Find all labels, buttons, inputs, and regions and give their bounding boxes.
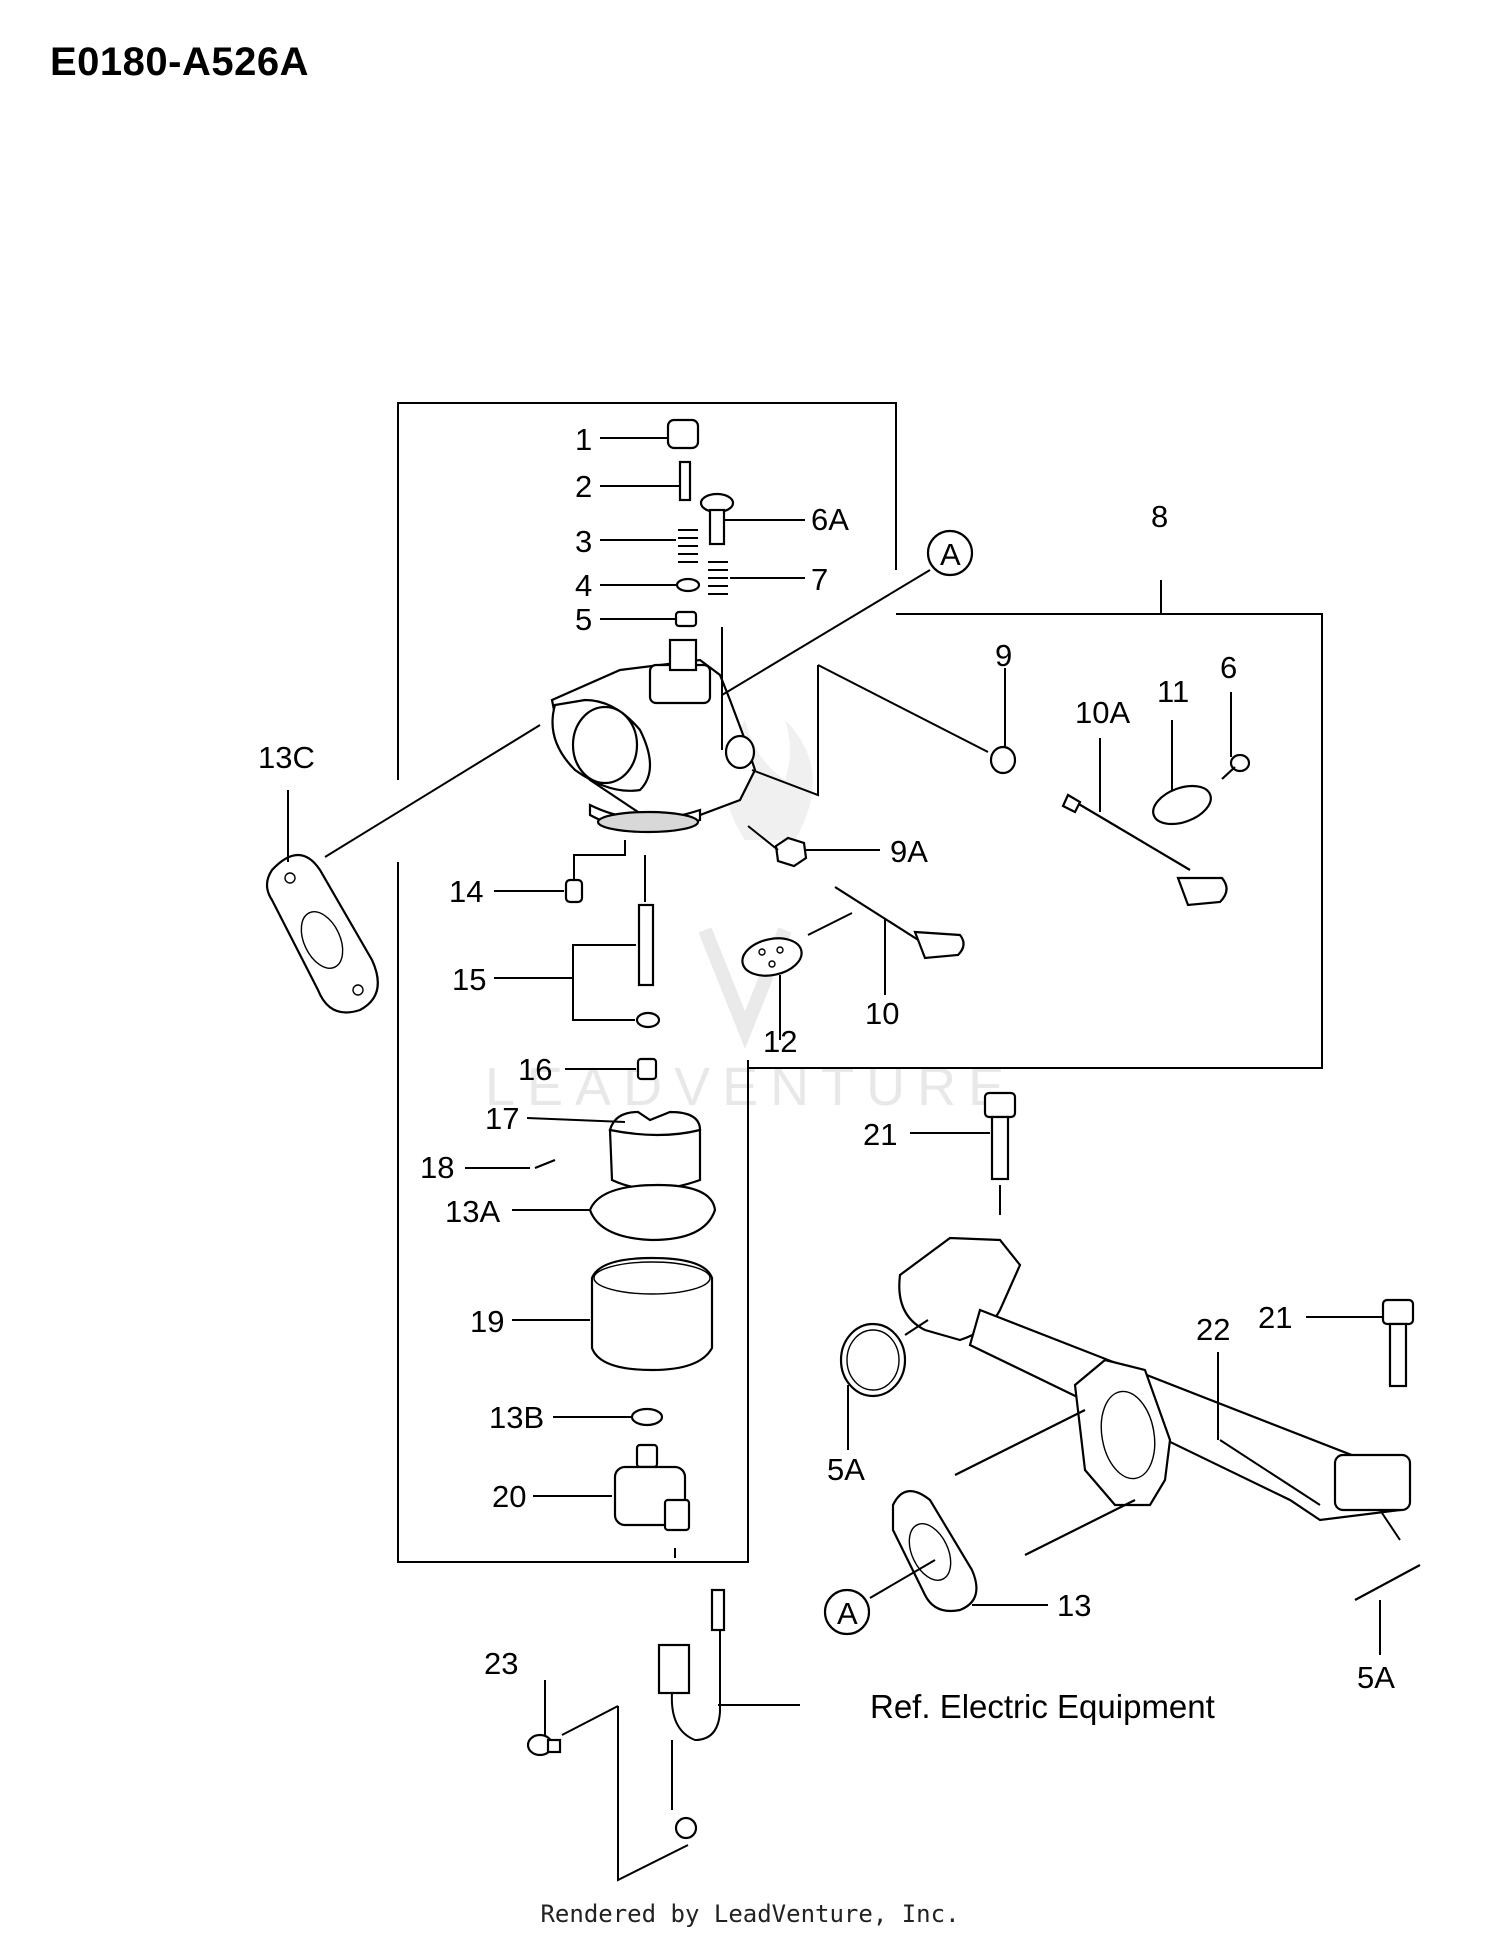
part-20-solenoid	[533, 1443, 691, 1558]
part-5-seal	[600, 610, 698, 628]
part-2-needle	[600, 460, 692, 502]
label-10: 10	[865, 996, 899, 1031]
label-13: 13	[1057, 1588, 1091, 1623]
part-4-washer	[600, 577, 701, 593]
part-9a-nut	[747, 825, 880, 868]
label-6a: 6A	[811, 502, 849, 537]
part-13b-washer	[553, 1407, 664, 1427]
part-19-float-bowl	[512, 1256, 714, 1372]
label-22: 22	[1196, 1312, 1230, 1347]
part-5a-o-ring-left	[839, 1319, 929, 1450]
label-13c: 13C	[258, 740, 315, 775]
label-5a-right: 5A	[1357, 1660, 1395, 1695]
solenoid-wire-harness	[561, 1588, 800, 1882]
part-3-spring	[600, 529, 698, 563]
label-10a: 10A	[1075, 695, 1130, 730]
callout-a-bottom	[823, 1588, 871, 1636]
label-7: 7	[811, 562, 828, 597]
label-2: 2	[575, 469, 592, 504]
part-15-emulsion-tube	[494, 855, 661, 1029]
label-4: 4	[575, 568, 592, 603]
part-13a-gasket	[512, 1183, 717, 1242]
part-12-throttle-plate	[741, 912, 853, 1040]
label-21-right: 21	[1258, 1300, 1292, 1335]
part-21-bolt-top	[910, 1091, 1017, 1215]
part-10-throttle-shaft	[834, 886, 965, 995]
footer-credit: Rendered by LeadVenture, Inc.	[540, 1900, 960, 1928]
label-23: 23	[484, 1646, 518, 1681]
reference-note: Ref. Electric Equipment	[870, 1688, 1215, 1725]
callout-a-bottom-letter: A	[837, 1596, 858, 1631]
label-19: 19	[470, 1304, 504, 1339]
part-23-screw	[526, 1680, 562, 1757]
label-17: 17	[485, 1101, 519, 1136]
label-5a-left: 5A	[827, 1452, 865, 1487]
part-16-jet	[565, 1057, 658, 1081]
label-8: 8	[1151, 499, 1168, 534]
assembly-frame-left	[397, 402, 897, 1563]
part-6-screw	[1221, 692, 1251, 780]
label-14: 14	[449, 874, 483, 909]
part-9-bushing	[751, 664, 1017, 797]
label-5: 5	[575, 602, 592, 637]
label-9: 9	[995, 638, 1012, 673]
part-11-choke-plate	[1152, 720, 1212, 826]
assembly-frame-right	[748, 580, 1323, 1069]
carburetor-body	[550, 627, 757, 834]
label-9a: 9A	[890, 834, 928, 869]
part-5a-o-ring-right	[1354, 1564, 1421, 1655]
part-1-cap	[600, 418, 700, 450]
part-21-bolt-right	[1306, 1298, 1415, 1388]
label-13b: 13B	[489, 1400, 544, 1435]
label-3: 3	[575, 524, 592, 559]
label-6: 6	[1220, 650, 1237, 685]
part-13-gasket	[891, 1490, 1048, 1613]
label-11: 11	[1157, 674, 1189, 709]
label-13a: 13A	[445, 1194, 500, 1229]
manifold-studs	[954, 1409, 1136, 1556]
label-18: 18	[420, 1150, 454, 1185]
part-22-intake-manifold	[898, 1236, 1412, 1541]
label-12: 12	[763, 1024, 797, 1059]
part-6a-screw	[699, 492, 805, 546]
part-7-spring	[708, 561, 805, 595]
part-labels: 1 2 3 4 5 6A 7 8 9 10A 11 6 13C 9A 14 15…	[258, 422, 1395, 1695]
part-10a-choke-shaft	[1061, 738, 1228, 907]
label-21-top: 21	[863, 1117, 897, 1152]
part-14-jet	[494, 840, 626, 904]
part-13c-gasket	[265, 724, 541, 1014]
callout-a-top-letter: A	[940, 537, 961, 572]
part-17-float	[526, 1110, 702, 1191]
callout-a-top	[926, 529, 974, 577]
part-18-pin	[465, 1158, 556, 1170]
label-16: 16	[518, 1052, 552, 1087]
label-1: 1	[575, 422, 592, 457]
watermark-text: LEADVENTURE	[485, 1057, 1016, 1117]
label-20: 20	[492, 1479, 526, 1514]
label-15: 15	[452, 962, 486, 997]
diagram-code-title: E0180-A526A	[50, 40, 309, 84]
